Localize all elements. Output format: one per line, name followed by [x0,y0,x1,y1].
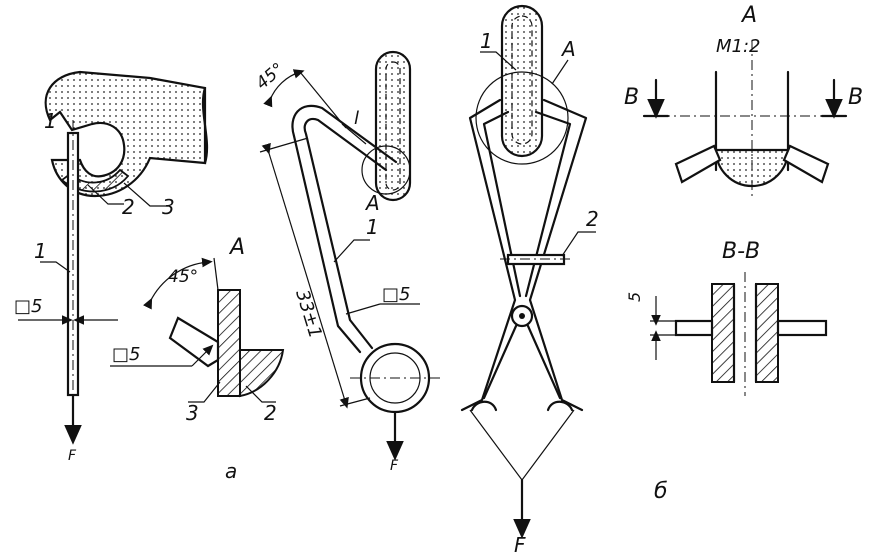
tongs-leader-2 [561,231,596,257]
wire-outer [303,117,388,350]
caption-b: б [654,479,668,504]
detail-a-circle [361,145,411,195]
leader-3 [123,182,168,207]
figure-hook: F 45° l 33±1 1 □5 A [252,50,440,474]
tongs-leader-1 [480,51,517,71]
length-ext-bottom [339,397,371,407]
section-bb-title: В-В [722,239,760,264]
hook-leader-1 [333,239,370,263]
label-part-1: 1 [44,109,57,133]
label-part-3: 3 [162,195,175,219]
detail-jaw-right [782,144,830,184]
tongs-arm-left [460,98,517,412]
label-part-1-rod: 1 [34,239,47,263]
tongs-lower-left [482,324,518,400]
tongs-force-label: F [514,533,526,553]
wire-inner [291,104,398,354]
dim-label-side: □5 [14,296,42,317]
l-dim-line [341,123,367,145]
length-label: 33±1 [291,287,326,340]
tongs-detail-circle [475,71,569,165]
cup-part-2 [239,349,285,398]
rod-section [168,316,220,368]
hook-dim-leader [345,303,381,315]
hook-angle-ref [299,71,347,129]
gripped-rod-inner [385,61,401,191]
cut-label-left: В [624,85,639,110]
tongs-lower-right [526,324,562,400]
length-dim-line [261,142,349,409]
tongs-leader-a [551,59,569,85]
detail-a-title: A [740,3,757,28]
tongs-rod-inner [511,15,533,145]
section-bb-right [755,283,779,383]
section-bb-pin-left [674,319,714,337]
plate-part-2 [217,289,241,397]
section-a-weld: A 45° □5 3 2 [110,235,285,425]
detail-a-scale: M1:2 [716,36,761,57]
tongs-hook-left [470,400,498,412]
hook-force-label: F [390,458,399,474]
gripped-rod [374,50,412,202]
dim5-label: 5 [625,292,644,302]
tongs-label-part-2: 2 [586,207,599,231]
detail-jaw-left [674,144,722,184]
weld-dim-label: □5 [112,344,140,365]
hook-dim-label: □5 [382,284,410,305]
angle-arc [143,257,213,310]
tongs-view-label: A [560,37,576,61]
figure-a: 1 1 2 3 □5 F A 45° □5 3 2 а [14,70,285,483]
hook-angle-arc [263,69,305,108]
angle-ref-line [213,257,219,291]
wrench-head [44,70,207,198]
hook-angle-label: 45° [252,59,288,94]
leader-2 [87,184,124,205]
handle-break-line [201,86,209,165]
label-sec-part-2: 2 [264,401,277,425]
length-ext-top [259,137,309,153]
tongs-arm-right-inner [524,110,572,298]
detail-a: A M1:2 В В В-В 5 [624,3,863,396]
label-sec-part-3: 3 [186,401,199,425]
hook-label-part-1: 1 [366,215,379,239]
section-a-title: A [228,235,245,260]
tongs-rod [500,4,544,158]
section-bb-pin-right [776,319,828,337]
label-part-2: 2 [122,195,135,219]
figure-b: F 2 1 A б [460,4,668,557]
tongs-arm-right [528,98,588,412]
l-label: l [354,108,359,129]
caption-a: а [225,459,237,483]
leader-1 [40,261,71,273]
tongs-hook-right [546,400,574,412]
detail-ball [714,148,790,188]
angle-label: 45° [168,267,198,287]
tongs-arm-left-inner [482,110,522,298]
hook-view-label: A [364,191,380,215]
leader-sec-3 [188,381,221,403]
tongs-label-part-1: 1 [480,29,493,53]
cut-label-right: В [848,85,863,110]
section-bb-left [711,283,735,383]
tongs-cord [469,409,575,482]
tongs-pivot-pin [519,313,525,319]
force-label: F [68,448,77,464]
weld-arrow [191,344,214,367]
